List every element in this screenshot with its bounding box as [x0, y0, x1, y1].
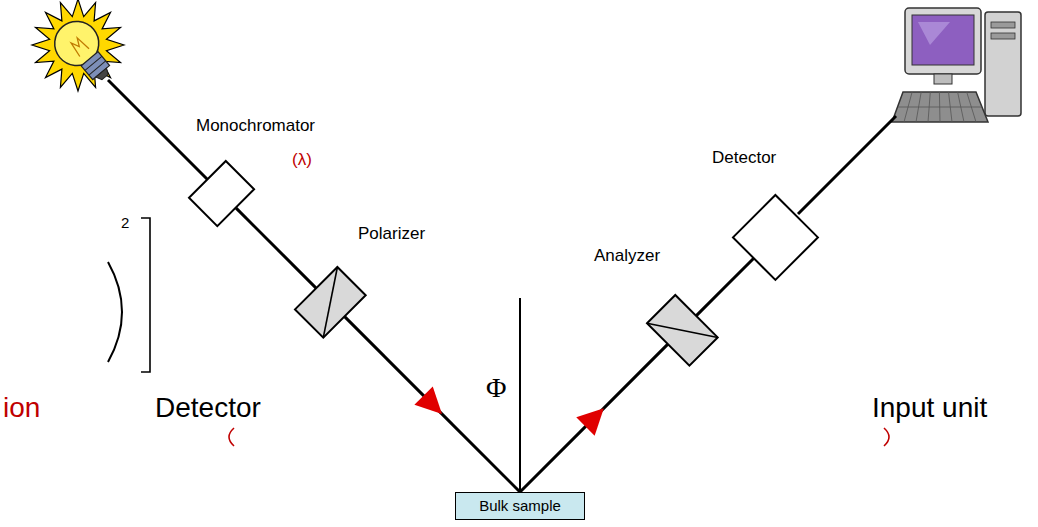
monitor-frame [905, 8, 981, 74]
monochromator-box-outline [189, 161, 254, 226]
prism-interface [323, 267, 337, 338]
analyzer-box: Analyzer [647, 295, 718, 366]
key-line [898, 107, 982, 108]
node-label: Polarizer [358, 224, 425, 244]
keyboard-keys [898, 92, 982, 122]
bulb-filament [70, 37, 89, 57]
polarizer-box-outline [295, 267, 366, 338]
detector-box-shape [733, 195, 818, 280]
angle-symbol: Φ [486, 372, 506, 404]
light-bulb [32, 0, 124, 91]
bulb-contact [96, 68, 111, 82]
node-label: Analyzer [594, 246, 660, 266]
beam-connector [344, 316, 520, 492]
analyzer-box-shape [647, 295, 718, 366]
beam-line [798, 116, 896, 214]
beam-connector [520, 344, 668, 492]
bulb-base-thread [85, 56, 102, 70]
caption-fragment: Input unit [872, 392, 987, 424]
polarizer-box: Polarizer [295, 267, 366, 338]
node-label: Bulk sample [479, 497, 561, 514]
screen-glare [918, 22, 950, 45]
monitor-stand [934, 74, 952, 84]
surface-normal [519, 298, 521, 492]
drive-bay [991, 33, 1015, 39]
keyboard [892, 92, 988, 122]
node-label: Monochromator [196, 116, 315, 136]
monochromator-box: Monochromator(λ) [189, 161, 254, 226]
detector-box-outline [733, 195, 818, 280]
drive-bay [991, 22, 1015, 28]
wavelength-label: (λ) [292, 150, 312, 170]
computer-icon [892, 8, 1021, 122]
caption-fragment: ion [3, 392, 40, 424]
sample-box: Bulk sample [455, 492, 585, 520]
monochromator-box-shape [189, 161, 254, 226]
beam-line [108, 80, 208, 180]
beam-connector [236, 208, 316, 288]
red-mark [884, 428, 889, 446]
detector-box: Detector [733, 195, 818, 280]
bracket [141, 218, 150, 372]
prism-interface [647, 323, 718, 337]
monitor-screen [912, 15, 974, 65]
polarizer-box-shape [295, 267, 366, 338]
red-mark [229, 428, 234, 446]
computer-tower [985, 12, 1021, 116]
node-label: Detector [712, 148, 776, 168]
caption-fragment: Detector [155, 392, 261, 424]
analyzer-box-outline [647, 295, 718, 366]
light-rays [32, 0, 124, 91]
parenthesis [108, 262, 122, 362]
exponent: 2 [121, 214, 129, 231]
beam-connector [696, 258, 754, 316]
